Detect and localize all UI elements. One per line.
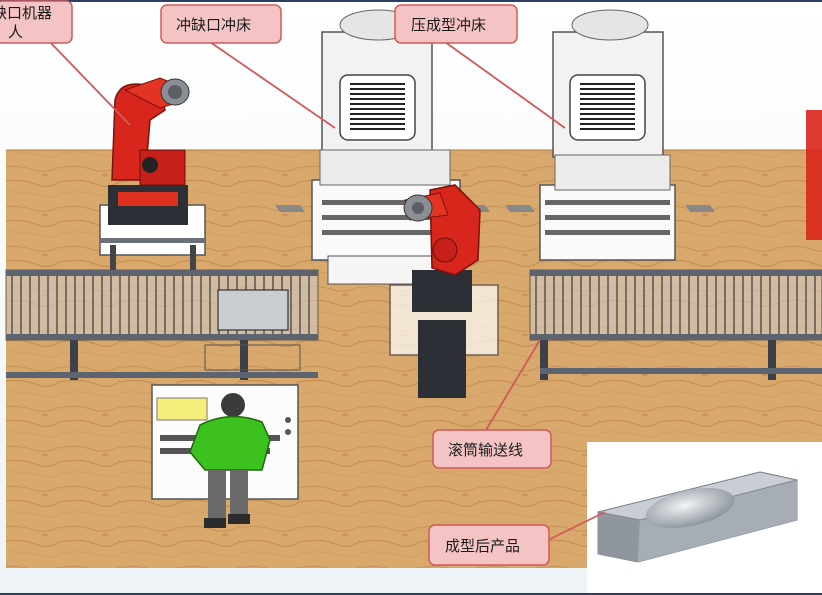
callout-robot-line2: 人 [8,23,23,41]
callout-forming-press-label: 压成型冲床 [411,16,486,34]
callout-formed-product-label: 成型后产品 [445,537,520,555]
callout-robot: 缺口机器 人 [0,0,73,44]
callout-notch-press-label: 冲缺口冲床 [176,16,251,34]
notching-robot [99,77,206,270]
callout-roller-conveyor-label: 滚筒输送线 [448,441,523,459]
left-roller-conveyor [5,269,319,380]
right-roller-conveyor [529,269,822,380]
callout-forming-press: 压成型冲床 [394,4,518,44]
operator-figure [189,393,271,528]
callout-formed-product: 成型后产品 [428,524,550,566]
formed-product-inset [587,442,822,593]
transfer-robot [389,184,499,398]
callout-notch-press: 冲缺口冲床 [160,4,282,44]
forming-punch-press [505,9,715,261]
callout-robot-line1: 缺口机器 [0,4,52,22]
callout-roller-conveyor: 滚筒输送线 [432,429,552,469]
